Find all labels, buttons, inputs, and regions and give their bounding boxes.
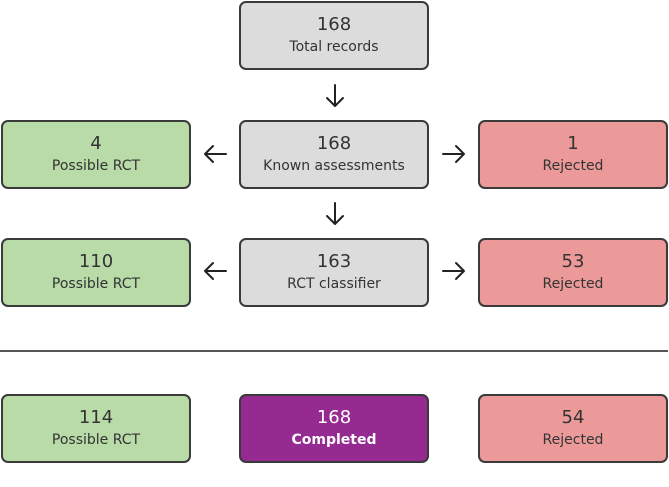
known-possible-rct-count: 4 (90, 133, 102, 154)
summary-rejected-count: 54 (561, 407, 585, 428)
known-assessments-count: 168 (316, 133, 352, 154)
classifier-possible-rct-count: 110 (78, 251, 114, 272)
arrow-left-icon (204, 262, 227, 280)
known-rejected-box: 1 Rejected (478, 120, 668, 189)
rct-classifier-box: 163 RCT classifier (239, 238, 429, 307)
summary-completed-label: Completed (291, 432, 377, 448)
known-assessments-box: 168 Known assessments (239, 120, 429, 189)
known-assessments-label: Known assessments (263, 158, 405, 174)
total-records-count: 168 (316, 14, 352, 35)
summary-possible-rct-count: 114 (78, 407, 114, 428)
classifier-possible-rct-box: 110 Possible RCT (1, 238, 191, 307)
rct-classifier-count: 163 (316, 251, 352, 272)
known-possible-rct-box: 4 Possible RCT (1, 120, 191, 189)
summary-rejected-box: 54 Rejected (478, 394, 668, 463)
divider (0, 350, 668, 352)
arrow-right-icon (442, 262, 465, 280)
summary-completed-box: 168 Completed (239, 394, 429, 463)
arrow-left-icon (204, 145, 227, 163)
summary-rejected-label: Rejected (542, 432, 604, 448)
summary-completed-count: 168 (316, 407, 352, 428)
classifier-rejected-label: Rejected (542, 276, 604, 292)
arrow-down-icon (326, 202, 344, 225)
rct-classifier-label: RCT classifier (287, 276, 381, 292)
classifier-possible-rct-label: Possible RCT (51, 276, 141, 292)
arrow-down-icon (326, 84, 344, 107)
known-rejected-count: 1 (567, 133, 579, 154)
known-possible-rct-label: Possible RCT (51, 158, 141, 174)
total-records-box: 168 Total records (239, 1, 429, 70)
summary-possible-rct-box: 114 Possible RCT (1, 394, 191, 463)
arrow-right-icon (442, 145, 465, 163)
summary-possible-rct-label: Possible RCT (51, 432, 141, 448)
classifier-rejected-count: 53 (561, 251, 585, 272)
known-rejected-label: Rejected (542, 158, 604, 174)
classifier-rejected-box: 53 Rejected (478, 238, 668, 307)
total-records-label: Total records (289, 39, 379, 55)
